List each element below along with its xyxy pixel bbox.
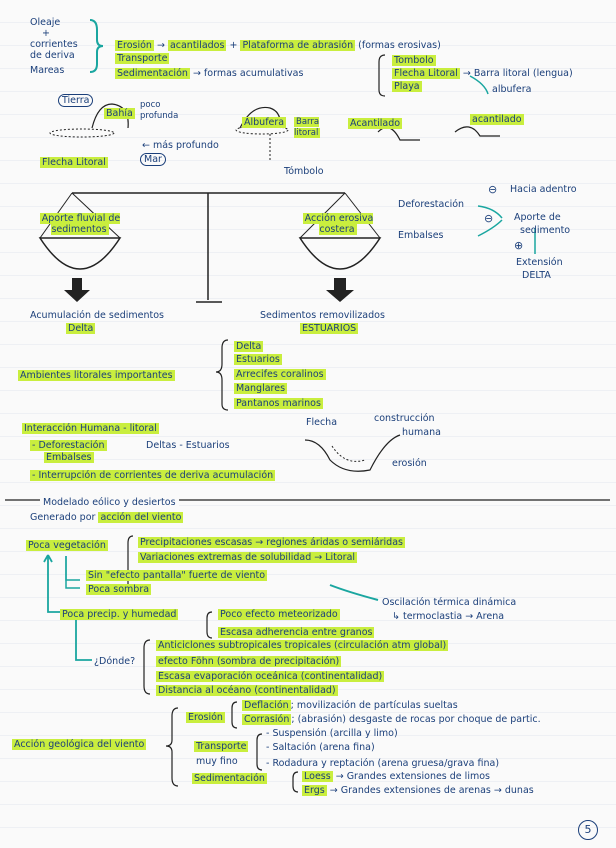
ambiente-item: Delta bbox=[234, 341, 264, 352]
poco-efecto-label: Poco efecto meteorizado bbox=[218, 609, 340, 620]
ergs-label: Ergs bbox=[302, 785, 327, 796]
erosion-interaccion: erosión bbox=[392, 458, 427, 469]
distancia-label: Distancia al océano (continentalidad) bbox=[156, 685, 338, 696]
aporte-fluvial-label: Aporte fluvial de sedimentos bbox=[39, 213, 121, 235]
flecha-label: Flecha Litoral bbox=[392, 68, 460, 79]
cause-oleaje: Oleaje bbox=[30, 17, 61, 28]
acantilado-sketch: Acantilado bbox=[348, 118, 403, 129]
poca-sombra-label: Poca sombra bbox=[86, 584, 152, 595]
poco-profunda-label: poco profunda bbox=[140, 100, 179, 121]
deflacion-label: Deflación bbox=[242, 700, 291, 711]
deflacion-text: ; movilización de partículas sueltas bbox=[290, 700, 458, 711]
plus-sign: + bbox=[229, 40, 238, 51]
page-number: 5 bbox=[578, 820, 598, 840]
deltas-estuarios: Deltas - Estuarios bbox=[146, 440, 230, 451]
poca-vegetacion-label: Poca vegetación bbox=[26, 540, 108, 551]
ergs-text: → Grandes extensiones de arenas → dunas bbox=[329, 785, 534, 796]
suspension-label: - Suspensión (arcilla y limo) bbox=[266, 728, 398, 739]
tierra-label: Tierra bbox=[58, 94, 94, 107]
anticiclones-label: Anticiclones subtropicales tropicales (c… bbox=[156, 640, 449, 651]
ambiente-item: Estuarios bbox=[234, 354, 282, 365]
hacia-adentro-label: Hacia adentro bbox=[510, 184, 577, 195]
sin-efecto-label: Sin "efecto pantalla" fuerte de viento bbox=[86, 570, 268, 581]
sedimento-right: sedimento bbox=[520, 225, 571, 236]
interaccion-title: Interacción Humana - litoral bbox=[22, 423, 159, 434]
delta-label: Delta bbox=[66, 323, 96, 334]
cause-deriva: de deriva bbox=[30, 50, 75, 61]
barra-label: → Barra litoral (lengua) bbox=[462, 68, 573, 79]
construccion-label: construcción bbox=[374, 413, 435, 424]
poca-precip-label: Poca precip. y humedad bbox=[60, 609, 179, 620]
corrasion-label: Corrasión bbox=[242, 714, 292, 725]
accion-erosiva-label: Acción erosiva costera bbox=[302, 213, 374, 235]
rodadura-label: - Rodadura y reptación (arena gruesa/gra… bbox=[266, 758, 500, 769]
sedimentacion-label: Sedimentación bbox=[115, 68, 190, 79]
transporte-label: Transporte bbox=[115, 53, 170, 64]
ambiente-item: Arrecifes coralinos bbox=[234, 369, 326, 380]
aporte-right: Aporte de bbox=[514, 212, 561, 223]
albufera-label: albufera bbox=[492, 84, 532, 95]
generado-label: Generado por bbox=[30, 512, 96, 523]
plus-sign-right: ⊕ bbox=[514, 239, 524, 252]
bahia-label: Bahía bbox=[104, 108, 135, 119]
oscilacion-label: Oscilación térmica dinámica bbox=[382, 597, 517, 608]
plataforma-label: Plataforma de abrasión bbox=[240, 40, 356, 51]
loess-text: → Grandes extensiones de limos bbox=[335, 771, 490, 782]
deforestacion-right: Deforestación bbox=[398, 199, 465, 210]
interaccion-embalses: Embalses bbox=[44, 452, 94, 463]
embalses-right: Embalses bbox=[398, 230, 444, 241]
albufera-sketch: Albufera bbox=[242, 117, 287, 128]
cause-corrientes: corrientes bbox=[30, 39, 78, 50]
variaciones-label: Variaciones extremas de solubilidad → Li… bbox=[138, 552, 358, 563]
acantilados-label: acantilados bbox=[167, 40, 227, 51]
donde-label: ¿Dónde? bbox=[94, 656, 136, 667]
playa-label: Playa bbox=[392, 81, 422, 92]
precipitaciones-label: Precipitaciones escasas → regiones árida… bbox=[138, 537, 405, 548]
termoclastia-label: ↳ termoclastia → Arena bbox=[392, 611, 505, 622]
escasa-adherencia-label: Escasa adherencia entre granos bbox=[218, 627, 375, 638]
delta-right: DELTA bbox=[522, 270, 551, 281]
sedimentacion-viento: Sedimentación bbox=[192, 773, 267, 784]
ambiente-item: Pantanos marinos bbox=[234, 398, 323, 409]
mas-profundo-label: ← más profundo bbox=[142, 140, 219, 151]
accion-viento-label: acción del viento bbox=[98, 512, 184, 523]
saltacion-label: - Saltación (arena fina) bbox=[266, 742, 375, 753]
flecha-litoral-sketch: Flecha Litoral bbox=[40, 157, 108, 168]
modelado-title: Modelado eólico y desiertos bbox=[40, 497, 179, 508]
humana-label: humana bbox=[402, 427, 441, 438]
corrasion-text: ; (abrasión) desgaste de rocas por choqu… bbox=[291, 714, 541, 725]
extension-label: Extensión bbox=[516, 257, 563, 268]
escasa-evaporacion-label: Escasa evaporación oceánica (continental… bbox=[156, 671, 385, 682]
mar-label: Mar bbox=[140, 153, 166, 166]
barra-litoral-sketch: Barra litoral bbox=[294, 117, 321, 138]
cause-mareas: Mareas bbox=[30, 65, 65, 76]
erosion-viento: Erosión bbox=[186, 712, 225, 723]
transporte-viento: Transporte bbox=[194, 741, 249, 752]
accion-geologica-label: Acción geológica del viento bbox=[12, 739, 147, 750]
cause-plus: + bbox=[42, 28, 50, 39]
ambientes-label: Ambientes litorales importantes bbox=[18, 370, 175, 381]
minus-sign-2: ⊖ bbox=[484, 212, 494, 225]
tombolo-label: Tombolo bbox=[392, 55, 436, 66]
minus-sign-1: ⊖ bbox=[488, 183, 498, 196]
estuarios-label: ESTUARIOS bbox=[300, 323, 359, 334]
interrupcion-label: - Interrupción de corrientes de deriva a… bbox=[30, 470, 276, 481]
muy-fino-label: muy fino bbox=[196, 756, 238, 767]
acantilado2-sketch: acantilado bbox=[470, 114, 524, 125]
foehn-label: efecto Föhn (sombra de precipitación) bbox=[156, 656, 342, 667]
removilizados-label: Sedimentos removilizados bbox=[260, 310, 385, 321]
erosion-label: Erosión bbox=[115, 40, 154, 51]
interaccion-deforestacion: - Deforestación bbox=[30, 440, 107, 451]
flecha-interaccion: Flecha bbox=[306, 417, 338, 428]
ambiente-item: Manglares bbox=[234, 383, 288, 394]
formas-acumulativas: → formas acumulativas bbox=[192, 68, 304, 79]
formas-erosivas: (formas erosivas) bbox=[358, 40, 441, 51]
acumulacion-label: Acumulación de sedimentos bbox=[30, 310, 164, 321]
loess-label: Loess bbox=[302, 771, 333, 782]
tombolo-sketch: Tómbolo bbox=[284, 166, 324, 177]
